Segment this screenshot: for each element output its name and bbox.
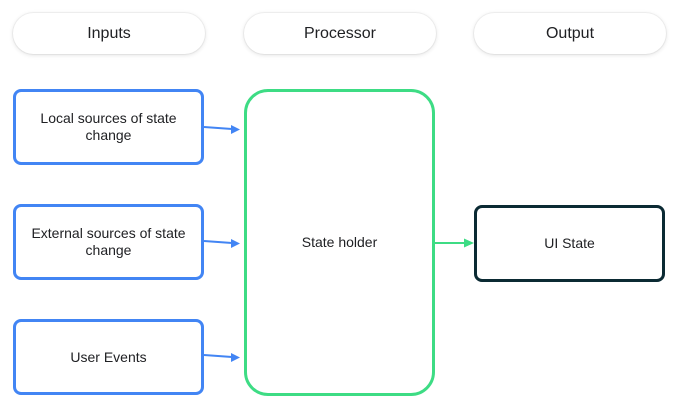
arrow-state-holder-to-ui-state xyxy=(435,238,474,248)
local-sources-label: Local sources of state change xyxy=(40,110,177,143)
output-header: Output xyxy=(474,13,666,54)
inputs-header-label: Inputs xyxy=(87,24,131,42)
arrow-local-to-state-holder xyxy=(203,125,240,134)
ui-state-box: UI State xyxy=(474,205,665,282)
inputs-header: Inputs xyxy=(13,13,205,54)
user-events-box: User Events xyxy=(13,319,204,395)
arrow-user-events-to-state-holder xyxy=(203,353,240,362)
external-sources-box: External sources of state change xyxy=(13,204,204,280)
user-events-label: User Events xyxy=(70,348,147,365)
state-holder-label: State holder xyxy=(301,234,378,250)
local-sources-box: Local sources of state change xyxy=(13,89,204,165)
processor-header-label: Processor xyxy=(303,24,377,42)
external-sources-label: External sources of state change xyxy=(31,225,186,258)
processor-header: Processor xyxy=(244,13,436,54)
arrow-external-to-state-holder xyxy=(203,239,240,248)
ui-state-label: UI State xyxy=(544,235,595,251)
output-header-label: Output xyxy=(545,24,595,42)
state-holder-box: State holder xyxy=(244,89,435,396)
